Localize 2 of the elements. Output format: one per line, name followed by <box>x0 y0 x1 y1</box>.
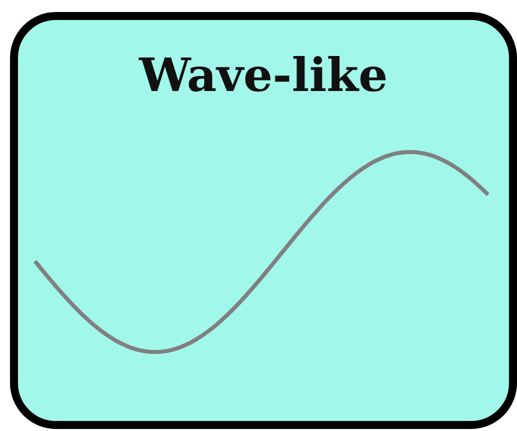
rounded-box <box>10 12 517 429</box>
heading: Wave-like <box>138 48 389 102</box>
